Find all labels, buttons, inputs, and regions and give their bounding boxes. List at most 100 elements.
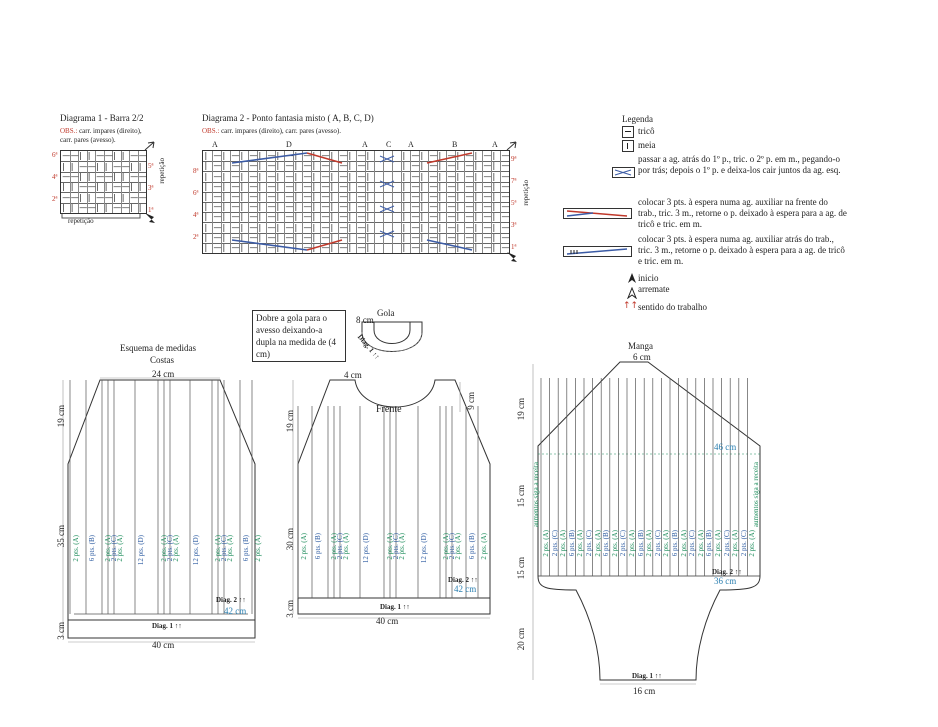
column-label: 2 pts. (C): [739, 530, 748, 557]
stitch-symbol: |: [276, 242, 280, 252]
stitch-symbol: |: [204, 151, 208, 161]
stitch-symbol: |: [96, 182, 99, 192]
frente-neck-depth: 9 cm: [466, 392, 476, 410]
knit-bar-icon: [622, 140, 634, 152]
stitch-symbol: |: [456, 222, 460, 232]
diagram1-repeat-bracket: [61, 214, 141, 219]
stitch-symbol: —: [96, 192, 105, 202]
column-label: 2 pts. (A): [576, 530, 585, 557]
diagram1-obs-label: OBS.:: [60, 127, 78, 135]
grid-col-line: [455, 151, 456, 253]
costas-width42: 42 cm: [224, 606, 247, 616]
stitch-symbol: |: [438, 212, 442, 222]
stitch-symbol: |: [294, 232, 298, 242]
stitch-symbol: |: [456, 191, 460, 201]
stitch-symbol: —: [339, 212, 348, 222]
grid-col-line: [482, 151, 483, 253]
column-label: 2 pts. (C): [688, 530, 697, 557]
stitch-symbol: |: [456, 232, 460, 242]
stitch-symbol: |: [204, 222, 208, 232]
stitch-symbol: —: [267, 212, 276, 222]
column-label: 6 pts. (B): [468, 533, 476, 560]
stitch-symbol: |: [240, 151, 244, 161]
stitch-symbol: —: [231, 191, 240, 201]
frente-diag1: Diag. 1 ↑↑: [380, 603, 410, 611]
manga-h4: 20 cm: [516, 628, 526, 651]
costas-title: Esquema de medidas: [120, 343, 196, 353]
start-arrow-icon: [628, 273, 636, 283]
stitch-symbol: —: [113, 202, 122, 212]
stitch-symbol: |: [222, 202, 226, 212]
diagram1-repeat-bottom: repetição: [68, 217, 94, 225]
column-label: 2 pts. (A): [610, 530, 619, 557]
gola-shape: [361, 321, 423, 352]
column-label: 2 pts. (A): [480, 533, 488, 560]
stitch-symbol: |: [222, 191, 226, 201]
frente-title: Frente: [376, 404, 402, 415]
stitch-symbol: |: [70, 202, 74, 212]
stitch-symbol: —: [429, 171, 438, 181]
grid-col-line: [356, 151, 357, 253]
stitch-symbol: —: [62, 192, 71, 202]
stitch-symbol: —: [231, 232, 240, 242]
stitch-symbol: |: [294, 171, 298, 181]
stitch-symbol: —: [465, 171, 474, 181]
stitch-symbol: |: [330, 212, 334, 222]
stitch-symbol: |: [402, 161, 406, 171]
stitch-symbol: |: [474, 171, 478, 181]
stitch-symbol: |: [348, 191, 352, 201]
stitch-symbol: |: [438, 232, 442, 242]
stitch-symbol: —: [87, 161, 96, 171]
stitch-symbol: —: [130, 192, 139, 202]
stitch-symbol: —: [411, 212, 420, 222]
stitch-symbol: |: [294, 191, 298, 201]
stitch-symbol: —: [483, 202, 492, 212]
column-label: 2 pts. (A): [226, 535, 234, 562]
grid-col-line: [500, 151, 501, 253]
stitch-symbol: —: [447, 161, 456, 171]
stitch-symbol: |: [258, 171, 262, 181]
stitch-symbol: —: [483, 191, 492, 201]
legend-item-text: passar a ag. atrás do 1º p., tric. o 2º …: [638, 154, 841, 175]
stitch-symbol: —: [285, 212, 294, 222]
column-label: 2 pts. (A): [116, 535, 124, 562]
stitch-symbol: |: [258, 202, 262, 212]
diagram1-obs: OBS.: carr. impares (direito), carr. par…: [60, 127, 155, 145]
stitch-symbol: |: [348, 222, 352, 232]
stitch-symbol: —: [483, 161, 492, 171]
grid-col-line: [112, 151, 113, 213]
frente-neck: 4 cm: [344, 370, 362, 380]
grid-col-line: [383, 151, 384, 253]
stitch-symbol: |: [492, 222, 496, 232]
stitch-symbol: |: [130, 202, 133, 212]
frente-h2: 30 cm: [285, 528, 295, 551]
grid-col-line: [392, 151, 393, 253]
stitch-symbol: —: [249, 181, 258, 191]
stitch-symbol: —: [213, 202, 222, 212]
stitch-symbol: —: [231, 222, 240, 232]
stitch-symbol: —: [70, 192, 79, 202]
stitch-symbol: |: [294, 161, 298, 171]
stitch-symbol: —: [113, 182, 122, 192]
grid-col-line: [103, 151, 105, 213]
grid-col-line: [293, 151, 294, 253]
stitch-symbol: |: [330, 181, 334, 191]
stitch-symbol: —: [411, 171, 420, 181]
stitch-symbol: |: [113, 151, 116, 161]
stitch-symbol: —: [357, 242, 366, 252]
stitch-symbol: —: [249, 151, 258, 161]
direction-arrows-icon: ↑↑: [623, 301, 639, 311]
stitch-symbol: —: [429, 232, 438, 242]
manga-h3: 15 cm: [516, 557, 526, 580]
stitch-symbol: |: [348, 151, 352, 161]
diagram2-row-label: 5ª: [511, 199, 517, 207]
stitch-symbol: |: [492, 151, 496, 161]
column-label: 2 pts. (A): [342, 533, 350, 560]
stitch-symbol: |: [420, 242, 424, 252]
diagram1-title: Diagrama 1 - Barra 2/2: [60, 113, 144, 123]
column-label: 2 pts. (A): [542, 530, 550, 557]
column-label: 2 pts. (A): [300, 533, 308, 560]
stitch-symbol: |: [420, 181, 424, 191]
stitch-symbol: —: [267, 191, 276, 201]
stitch-symbol: —: [447, 171, 456, 181]
